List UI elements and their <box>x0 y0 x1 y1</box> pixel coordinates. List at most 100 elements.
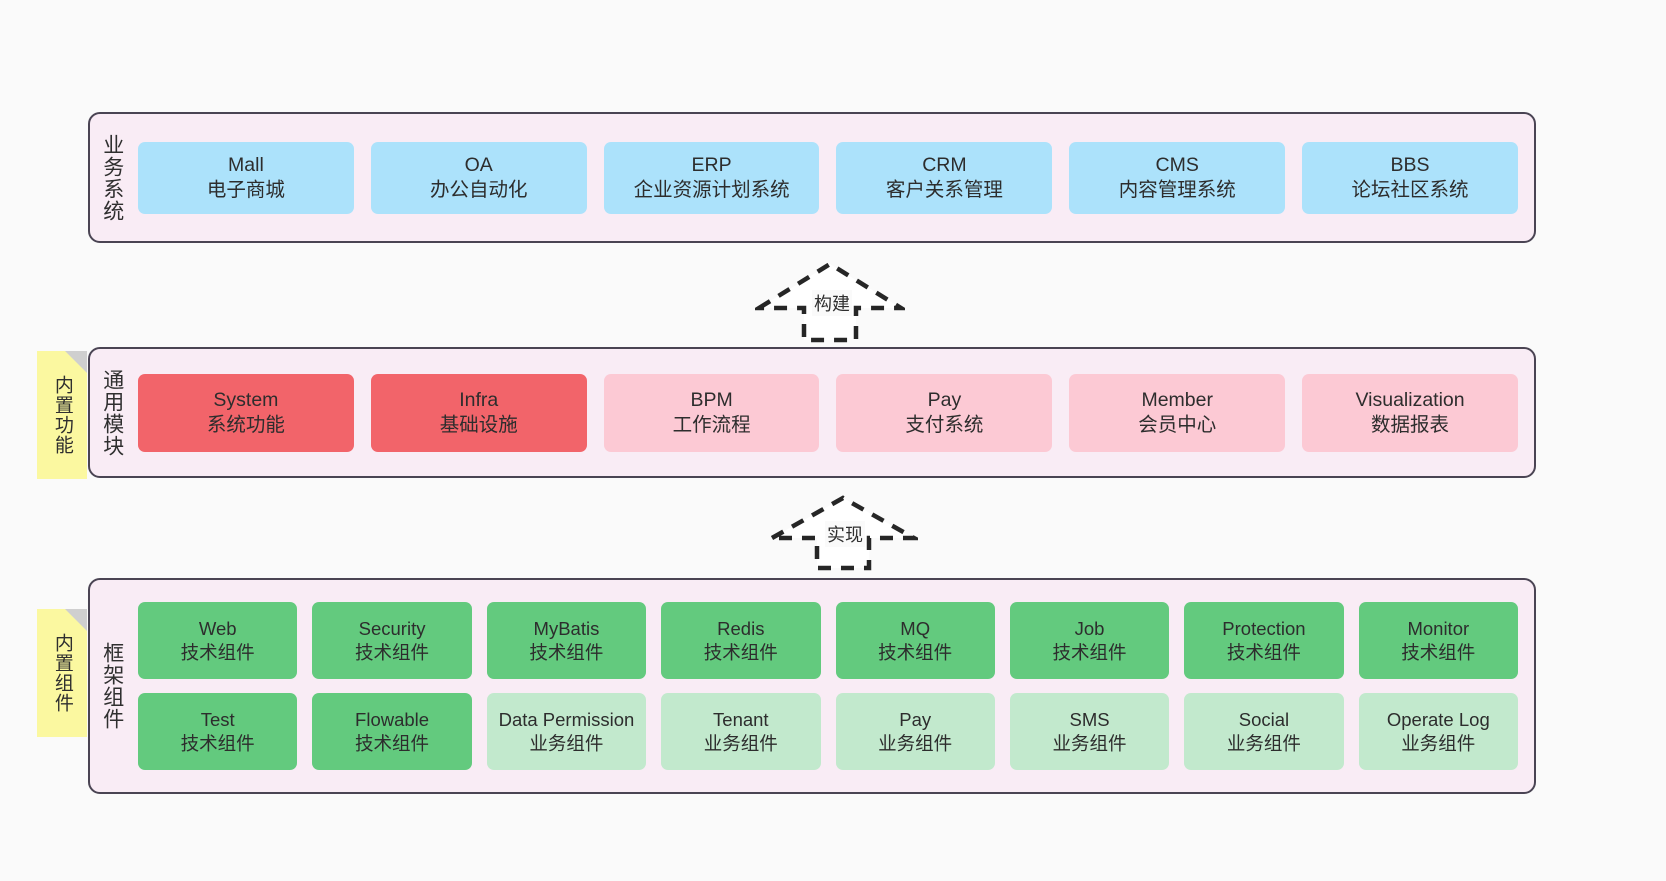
sticky-note-label: 内置功能 <box>51 375 73 455</box>
component-desc: 企业资源计划系统 <box>633 178 790 201</box>
component-name: Data Permission <box>498 708 635 730</box>
component-desc: 内容管理系统 <box>1118 178 1236 201</box>
component-desc: 办公自动化 <box>429 178 528 201</box>
component-desc: 技术组件 <box>180 641 255 663</box>
component-name: Flowable <box>355 708 430 730</box>
component-name: Mall <box>228 153 264 176</box>
component-name: MQ <box>900 617 931 639</box>
component-desc: 技术组件 <box>180 732 255 754</box>
component-name: Visualization <box>1355 388 1465 411</box>
component-desc: 技术组件 <box>529 641 604 663</box>
layer-title-business: 业务系统 <box>100 133 124 222</box>
component-desc: 业务组件 <box>529 732 604 754</box>
component-name: Job <box>1074 617 1105 639</box>
component-desc: 业务组件 <box>1401 732 1476 754</box>
component-desc: 会员中心 <box>1138 413 1217 436</box>
component-name: Member <box>1141 388 1213 411</box>
component-name: System <box>213 388 279 411</box>
layer-title-framework: 框架组件 <box>100 642 124 730</box>
component-desc: 电子商城 <box>206 178 285 201</box>
component-name: Infra <box>459 388 499 411</box>
component-name: Social <box>1238 708 1290 730</box>
component-name: MyBatis <box>533 617 600 639</box>
arrow-implement-label: 实现 <box>825 521 865 547</box>
component-name: Security <box>358 617 426 639</box>
component-desc: 业务组件 <box>703 732 778 754</box>
component-desc: 技术组件 <box>355 641 430 663</box>
component-name: Pay <box>899 708 932 730</box>
component-name: Test <box>200 708 235 730</box>
component-desc: 业务组件 <box>1052 732 1127 754</box>
page-fold-icon <box>65 351 87 373</box>
component-name: Pay <box>927 388 962 411</box>
page-fold-icon <box>65 609 87 631</box>
component-name: Protection <box>1222 617 1306 639</box>
component-name: ERP <box>691 153 732 176</box>
layer-title-modules: 通用模块 <box>100 368 124 457</box>
component-desc: 技术组件 <box>703 641 778 663</box>
component-name: OA <box>464 153 493 176</box>
component-desc: 技术组件 <box>1226 641 1301 663</box>
component-name: BPM <box>690 388 733 411</box>
sticky-note-builtin-features: 内置功能 <box>37 351 87 479</box>
component-desc: 支付系统 <box>905 413 984 436</box>
component-desc: 业务组件 <box>878 732 953 754</box>
component-name: BBS <box>1390 153 1430 176</box>
component-name: Operate Log <box>1386 708 1490 730</box>
component-desc: 基础设施 <box>439 413 518 436</box>
component-desc: 客户关系管理 <box>885 178 1003 201</box>
component-desc: 业务组件 <box>1226 732 1301 754</box>
component-desc: 技术组件 <box>1052 641 1127 663</box>
component-desc: 论坛社区系统 <box>1351 178 1469 201</box>
component-desc: 数据报表 <box>1371 413 1450 436</box>
arrow-build-label: 构建 <box>812 290 852 316</box>
component-name: Redis <box>717 617 765 639</box>
component-desc: 系统功能 <box>206 413 285 436</box>
component-desc: 技术组件 <box>1401 641 1476 663</box>
sticky-note-label: 内置组件 <box>51 633 73 713</box>
component-desc: 技术组件 <box>355 732 430 754</box>
component-name: SMS <box>1069 708 1110 730</box>
sticky-note-builtin-components: 内置组件 <box>37 609 87 737</box>
component-desc: 工作流程 <box>672 413 751 436</box>
component-desc: 技术组件 <box>878 641 953 663</box>
component-name: Monitor <box>1407 617 1470 639</box>
component-name: CRM <box>922 153 967 176</box>
component-name: Web <box>198 617 237 639</box>
component-name: CMS <box>1155 153 1199 176</box>
component-name: Tenant <box>713 708 769 730</box>
